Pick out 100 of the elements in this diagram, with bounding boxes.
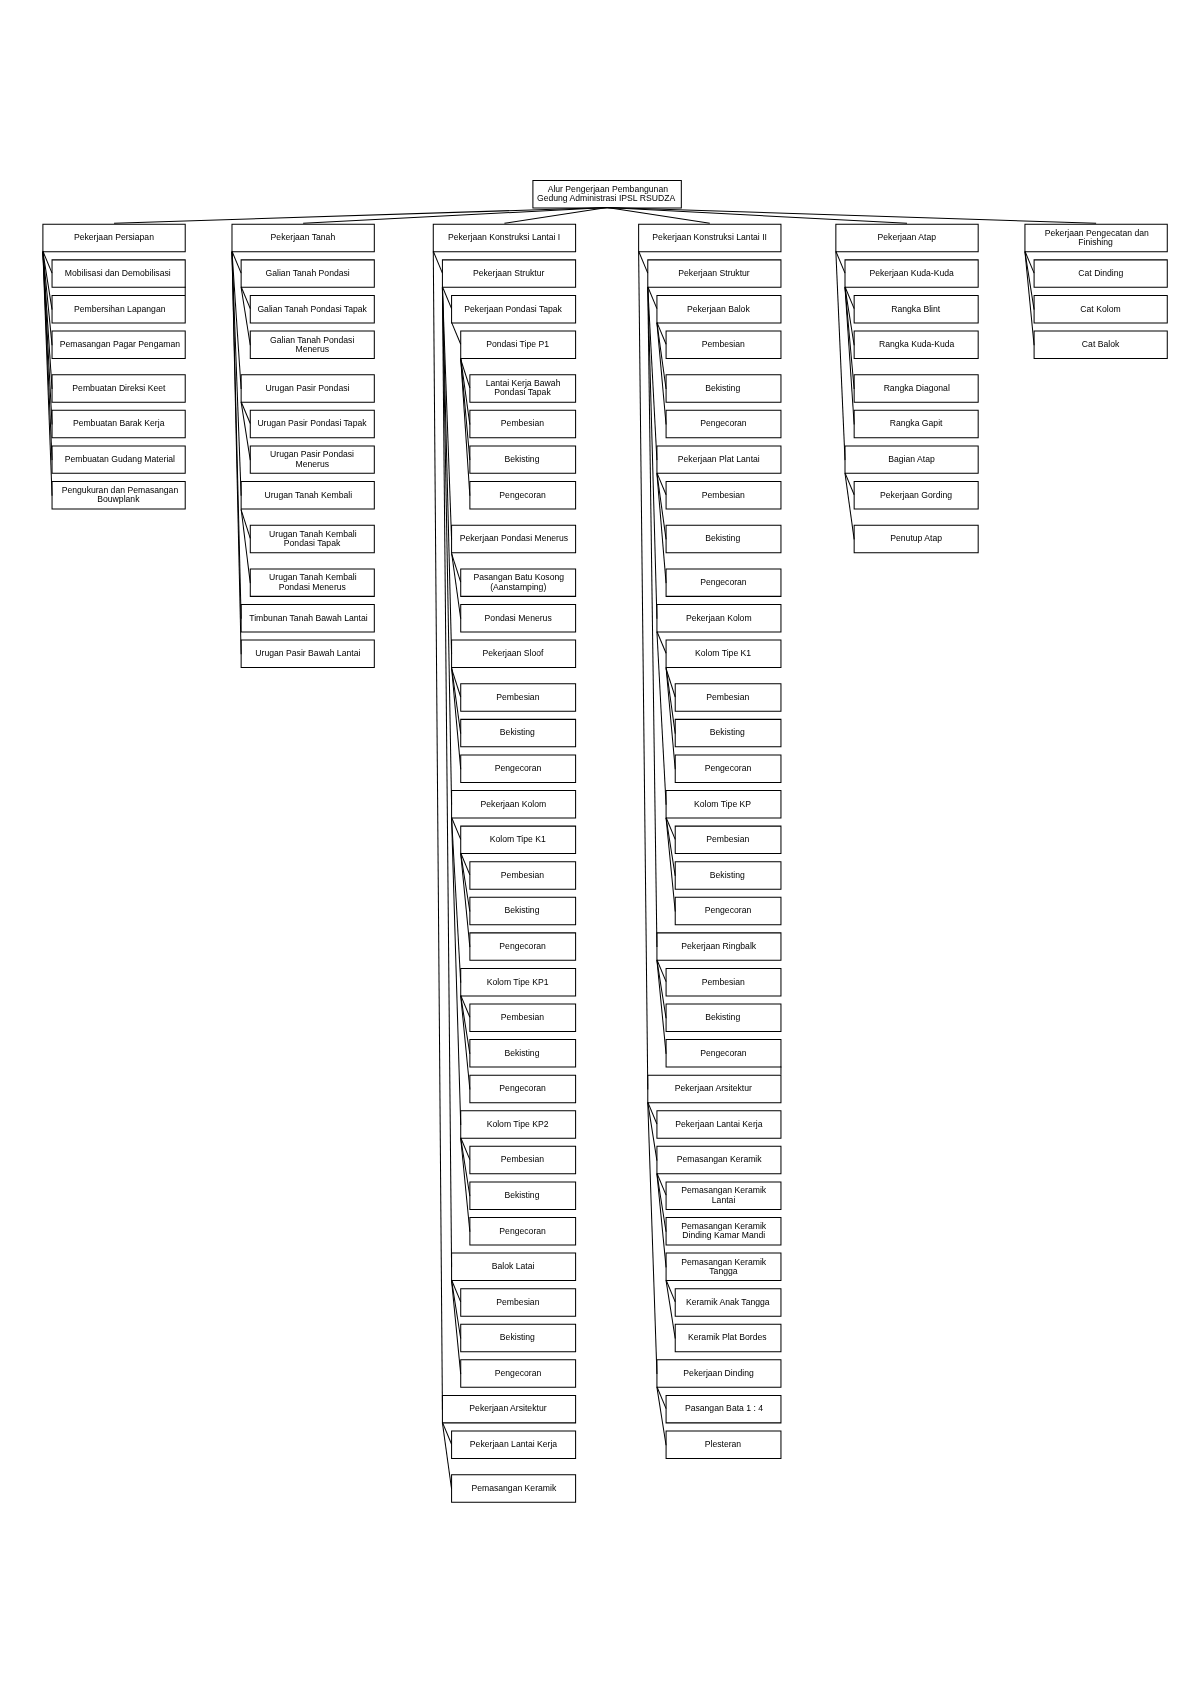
connector — [647, 286, 658, 619]
connector — [656, 1386, 667, 1446]
node-box: Pekerjaan Persiapan — [42, 223, 186, 252]
node-box: Pengecoran — [674, 896, 782, 925]
node-box: Rangka Kuda-Kuda — [853, 330, 979, 359]
connector — [460, 994, 471, 1090]
node-box: Pemasangan Keramik — [656, 1145, 782, 1174]
connector — [460, 994, 471, 1054]
node-box: Cat Dinding — [1033, 258, 1168, 288]
node-box: Pekerjaan Gording — [853, 480, 979, 509]
connector — [460, 357, 471, 496]
connector — [460, 1136, 471, 1160]
node-box: Rangka Blint — [853, 294, 979, 323]
connector — [451, 1279, 462, 1302]
connector — [451, 552, 462, 583]
node-box: Urugan Tanah Kembali Pondasi Menerus — [249, 567, 375, 597]
connector — [231, 250, 242, 389]
node-box: Pondasi Tipe P1 — [460, 330, 577, 359]
node-box: Pekerjaan Sloof — [451, 639, 577, 668]
node-box: Pembesian — [469, 860, 577, 890]
node-box: Bekisting — [469, 444, 577, 474]
connector — [451, 816, 462, 840]
connector — [441, 1421, 453, 1445]
node-box: Pengecoran — [665, 409, 782, 438]
connector — [780, 1065, 782, 1075]
node-box: Pekerjaan Pondasi Tapak — [451, 294, 577, 323]
connector — [460, 852, 471, 948]
connector — [656, 472, 667, 540]
node-box: Kolom Tipe KP1 — [460, 967, 577, 996]
node-box: Bekisting — [665, 1003, 782, 1032]
node-box: Pekerjaan Arsitektur — [647, 1074, 782, 1103]
connector — [665, 666, 676, 770]
connector — [844, 286, 855, 425]
connector — [42, 250, 53, 389]
connector — [240, 507, 251, 584]
node-box: Balok Latai — [451, 1252, 577, 1281]
connector — [441, 286, 453, 655]
node-box: Keramik Plat Bordes — [674, 1323, 782, 1352]
node-box: Pengecoran — [665, 1038, 782, 1068]
connector — [656, 959, 667, 1019]
connector — [647, 286, 658, 948]
node-box: Pekerjaan Struktur — [647, 258, 782, 288]
node-box: Bekisting — [469, 1038, 577, 1068]
connector — [240, 400, 251, 424]
node-box: Penutup Atap — [853, 524, 979, 553]
connector — [665, 817, 676, 876]
node-box: Pemasangan Keramik Dinding Kamar Mandi — [665, 1216, 782, 1245]
node-box: Galian Tanah Pondasi Tapak — [249, 294, 375, 323]
node-box: Kolom Tipe K1 — [460, 825, 577, 854]
node-box: Bekisting — [674, 718, 782, 747]
connector — [460, 852, 471, 912]
node-box: Pembuatan Gudang Material — [51, 444, 186, 474]
connector — [451, 551, 462, 619]
connector — [42, 250, 53, 274]
node-box: Bekisting — [469, 1180, 577, 1210]
node-box: Pengecoran — [469, 1074, 577, 1103]
node-box: Kolom Tipe K1 — [665, 639, 782, 668]
connector — [432, 250, 443, 1410]
connector — [451, 1279, 462, 1375]
node-box: Bekisting — [460, 718, 577, 747]
connector — [460, 852, 471, 875]
connector — [844, 286, 855, 389]
connector — [441, 1421, 453, 1489]
connector — [451, 666, 462, 770]
node-box: Bekisting — [469, 896, 577, 925]
node-box: Pekerjaan Atap — [835, 223, 979, 252]
connector — [656, 1172, 667, 1268]
connector — [656, 959, 667, 1054]
node-box: Bekisting — [665, 524, 782, 553]
node-box: Mobilisasi dan Demobilisasi — [51, 258, 186, 288]
connector — [1024, 250, 1035, 274]
node-box: Urugan Tanah Kembali — [240, 480, 375, 509]
connector — [42, 250, 53, 425]
node-box: Timbunan Tanah Bawah Lantai — [240, 603, 375, 632]
node-box: Kolom Tipe KP2 — [460, 1109, 577, 1139]
connector — [302, 206, 608, 224]
connector — [665, 1279, 676, 1302]
connector — [606, 206, 1097, 224]
node-box: Urugan Pasir Pondasi — [240, 373, 375, 403]
connector — [441, 286, 453, 1268]
node-box: Plesteran — [665, 1430, 782, 1459]
connector — [665, 816, 676, 840]
node-box: Pengecoran — [665, 567, 782, 597]
node-box: Pembuatan Direksi Keet — [51, 373, 186, 403]
node-box: Urugan Pasir Pondasi Menerus — [249, 444, 375, 474]
node-box: Pekerjaan Kuda-Kuda — [844, 258, 979, 288]
connector — [647, 1101, 658, 1375]
node-box: Pekerjaan Pondasi Menerus — [451, 524, 577, 553]
node-box: Cat Balok — [1033, 330, 1168, 359]
node-box: Pengecoran — [469, 931, 577, 961]
node-box: Pemasangan Keramik Lantai — [665, 1180, 782, 1210]
node-box: Pembersihan Lapangan — [51, 294, 186, 323]
node-box: Pengecoran — [469, 480, 577, 509]
connector — [647, 1101, 658, 1161]
node-box: Pemasangan Keramik — [451, 1473, 577, 1503]
node-box: Bekisting — [674, 860, 782, 890]
connector — [665, 817, 676, 912]
connector — [441, 285, 453, 309]
node-box: Rangka Gapit — [853, 409, 979, 438]
node-box: Pengukuran dan Pemasangan Bouwplank — [51, 480, 186, 509]
